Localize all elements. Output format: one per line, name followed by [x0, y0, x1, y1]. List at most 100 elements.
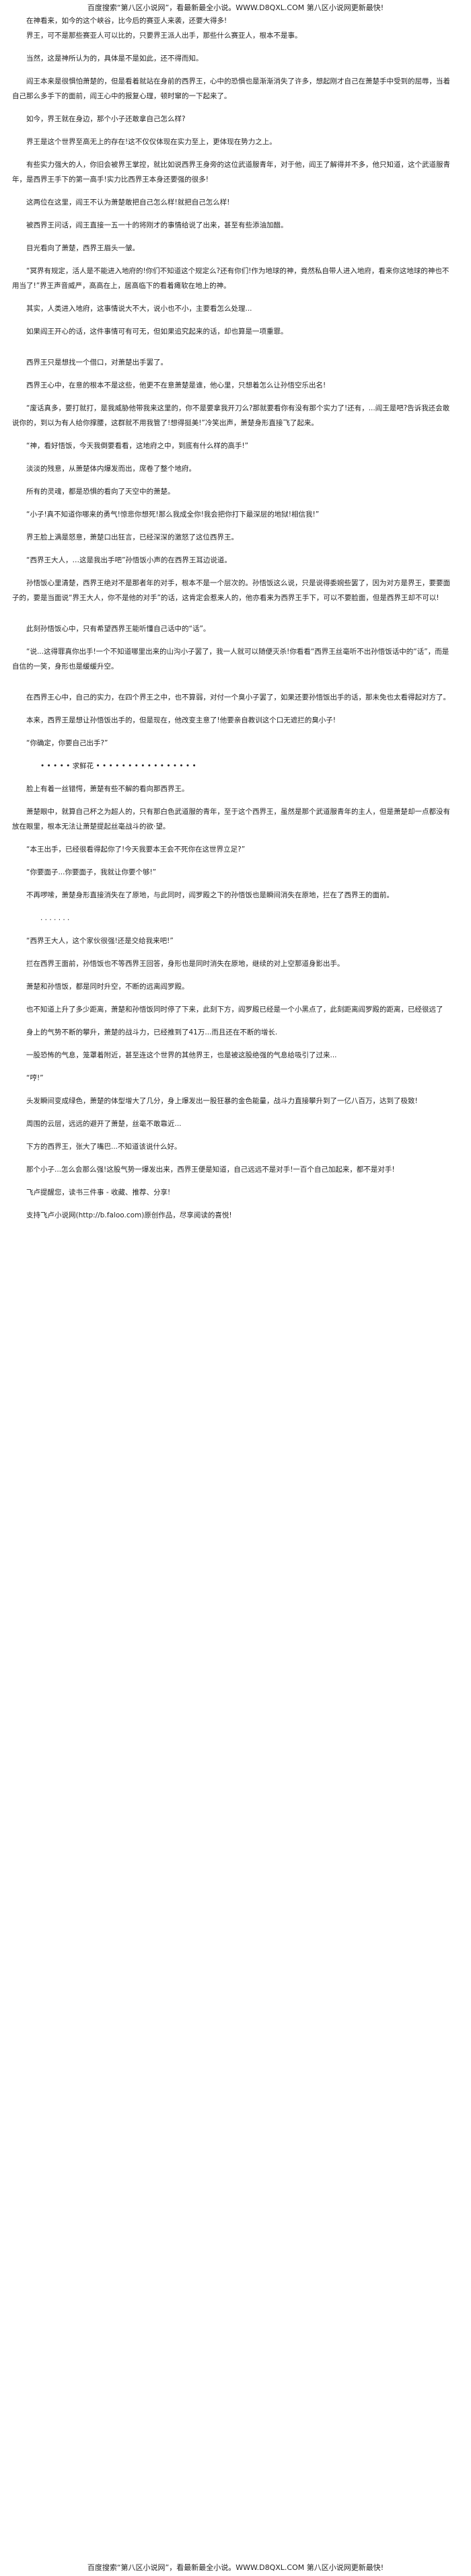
paragraph-gap: [12, 613, 455, 621]
paragraph: 身上的气势不断的攀升，萧楚的战斗力，已经推到了41万...而且还在不断的增长.: [26, 1028, 278, 1036]
paragraph-gap: [12, 187, 455, 195]
paragraph-gap: [12, 1108, 455, 1116]
paragraph: 此刻孙悟饭心中，只有希望西界王能听懂自己话中的“话”。: [26, 625, 211, 633]
paragraph-gap: [12, 705, 455, 713]
paragraph-gap: [12, 728, 455, 736]
paragraph: 本来，西界王是想让孙悟饭出手的，但是现在，他改变主意了!他要亲自教训这个口无遮拦…: [26, 716, 336, 724]
paragraph: 当然，这是神所认为的，具体是不是如此，还不得而知。: [26, 54, 203, 63]
paragraph: “哼!”: [26, 1074, 44, 1082]
paragraph: “说...这得罪真你出手!一个不知道哪里出来的山沟小子罢了，我一人就可以随便灭杀…: [12, 648, 449, 671]
paragraph: “你确定，你要自己出手?”: [26, 739, 108, 747]
paragraph: 脸上有着一丝错愕，萧楚有些不解的看向那西界王。: [26, 785, 189, 793]
paragraph: 所有的灵魂，都是恐惧的看向了天空中的萧楚。: [26, 488, 175, 496]
paragraph: 孙悟饭心里清楚，西界王绝对不是那者年的对手，根本不是一个层次的。孙悟饭这么说，只…: [12, 579, 450, 602]
paragraph: 有些实力强大的人，你旧会被界王掌控，就比如说西界王身旁的这位武道服青年，对于他，…: [12, 161, 450, 184]
paragraph-gap: [12, 903, 455, 911]
paragraph: 这两位在这里，阎王不认为萧楚敢把自己怎么样!就把自己怎么样!: [26, 198, 230, 206]
paragraph-gap: [12, 971, 455, 979]
paragraph-gap: [12, 430, 455, 439]
paragraph: 在西界王心中，自己的实力，在四个界王之中，也不算弱，对付一个臭小子罢了，如果还要…: [26, 693, 450, 702]
paragraph-gap: [12, 522, 455, 530]
paragraph: 头发瞬间变成绿色，萧楚的体型增大了几分，身上爆发出一股狂暴的金色能量，战斗力直接…: [26, 1097, 418, 1105]
paragraph-gap: [12, 1040, 455, 1048]
paragraph-gap: [12, 149, 455, 157]
paragraph-gap: [12, 857, 455, 865]
paragraph-gap: [12, 682, 455, 690]
paragraph: 西界王心中，在意的根本不是这些，他更不在意萧楚是谁，他心里，只想着怎么让孙悟空乐…: [26, 381, 326, 389]
paragraph: 如果阎王开心的话，这件事情可有可无，但如果追究起来的话，却也算是一项重罪。: [26, 328, 288, 336]
paragraph-gap: [12, 948, 455, 956]
paragraph: 萧楚眼中，就算自己杯之为超人的，只有那白色武道服的青年，至于这个西界王，虽然是那…: [12, 808, 450, 831]
paragraph-gap: [12, 994, 455, 1002]
paragraph-gap: [12, 636, 455, 644]
paragraph-gap: [12, 1131, 455, 1139]
paragraph: 萧楚和孙悟饭，都是同时升空，不断的远离阎罗殿。: [26, 983, 189, 991]
paragraph-gap: [12, 1200, 455, 1208]
paragraph: 也不知道上升了多少距离，萧楚和孙悟饭同时停了下来，此刻下方，阎罗殿已经是一个小黑…: [26, 1006, 443, 1014]
paragraph: 一股恐怖的气息，笼罩着附近，甚至连这个世界的其他界王，也是被这股绝强的气息给吸引…: [26, 1051, 337, 1059]
paragraph-gap: [12, 1017, 455, 1025]
paragraph-gap: [12, 43, 455, 51]
paragraph-gap: [12, 104, 455, 112]
paragraph: “神，看好悟饭，今天我倒要看看，这地府之中，到底有什么样的高手!”: [26, 442, 249, 450]
paragraph-gap: [12, 126, 455, 135]
paragraph-gap: [12, 796, 455, 804]
paragraph: “西界王大人，…这是我出手吧”孙悟饭小声的在西界王耳边说道。: [26, 556, 231, 564]
paragraph: 支持飞卢小说网(http://b.faloo.com)原创作品，尽享阅读的喜悦!: [26, 1211, 232, 1219]
paragraph-gap: [12, 316, 455, 324]
bottom-banner: 百度搜索“第八区小说网”，看最新最全小说。WWW.D8QXL.COM 第八区小说…: [87, 2563, 384, 2572]
paragraph-gap: [12, 339, 455, 347]
paragraph: “冥界有规定，活人是不能进入地府的!你们不知道这个规定么?还有你们!作为地球的神…: [12, 267, 449, 290]
paragraph: 如今，界王就在身边，那个小子还敢拿自己怎么样?: [26, 115, 186, 123]
paragraph-gap: [12, 751, 455, 759]
paragraph: 被西界王问话，阎王直接一五一十的将刚才的事情给说了出来，甚至有些添油加醋。: [26, 221, 288, 229]
separator-dots-short: . . . . . . .: [40, 914, 70, 922]
paragraph: “废话真多，要打就打，是我威胁他带我来这里的，你不是要拿我开刀么?那就要看你有没…: [12, 404, 450, 427]
paragraph: “西界王大人，这个家伙很强!还是交给我来吧!”: [26, 937, 174, 945]
paragraph-gap: [12, 568, 455, 576]
paragraph-gap: [12, 499, 455, 507]
paragraph-gap: [12, 545, 455, 553]
paragraph: 不再啰嗦，萧楚身形直接消失在了原地，与此同时，阎罗殿之下的孙悟饭也是瞬间消失在原…: [26, 891, 394, 899]
paragraph: 阎王本来是很惧怕萧楚的，但是看着就站在身前的西界王，心中的恐惧也是渐渐消失了许多…: [12, 77, 450, 100]
paragraph: 下方的西界王，张大了嘴巴...不知道该说什么好。: [26, 1143, 182, 1151]
paragraph-gap: [12, 476, 455, 484]
paragraph: 界王脸上满是怒意，萧楚口出狂言，已经深深的激怒了这位西界王。: [26, 533, 238, 541]
paragraph: 其实，人类进入地府，这事情说大不大，说小也不小，主要看怎么处理...: [26, 305, 252, 313]
paragraph: 周围的云层，远远的避开了萧楚，丝毫不敢靠近...: [26, 1120, 182, 1128]
paragraph-gap: [12, 1063, 455, 1071]
paragraph: 西界王只是想找一个借口，对萧楚出手罢了。: [26, 358, 168, 367]
paragraph-gap: [12, 453, 455, 461]
paragraph-gap: [12, 773, 455, 782]
separator-dots: • • • • • 求鲜花 • • • • • • • • • • • • • …: [40, 762, 196, 770]
paragraph-gap: [12, 233, 455, 241]
top-banner: 百度搜索“第八区小说网”，看最新最全小说。WWW.D8QXL.COM 第八区小说…: [87, 3, 384, 12]
chapter-content: 在神看来，如今的这个峡谷，比今后的赛亚人来袭，还要大得多! 界王，可不是那些赛亚人…: [0, 13, 471, 1223]
paragraph-gap: [12, 210, 455, 218]
paragraph-gap: [12, 66, 455, 74]
paragraph: 飞卢提醒您，读书三件事 - 收藏、推荐、分享!: [26, 1188, 171, 1197]
paragraph: 那个小子...怎么会那么强!这股气势一爆发出来，西界王便是知道，自己远远不是对手…: [26, 1166, 395, 1174]
paragraph-gap: [12, 834, 455, 842]
paragraph-gap: [12, 370, 455, 378]
paragraph-gap: [12, 880, 455, 888]
paragraph-gap: [12, 1177, 455, 1185]
paragraph-gap: [12, 925, 455, 934]
paragraph: 界王，可不是那些赛亚人可以比的，只要界王派人出手，那些什么赛亚人，根本不是事。: [26, 32, 302, 40]
paragraph: 目光看向了萧楚，西界王眉头一皱。: [26, 244, 139, 252]
paragraph-gap: [12, 393, 455, 401]
paragraph-gap: [12, 605, 455, 613]
paragraph: 淡淡的残意，从萧楚体内爆发而出，席卷了整个地府。: [26, 465, 196, 473]
paragraph-gap: [12, 256, 455, 264]
paragraph: “本王出手，已经很看得起你了!今天我要本王会不死你在这世界立足?”: [26, 845, 246, 854]
paragraph-gap: [12, 293, 455, 301]
paragraph: 界王是这个世界至高无上的存在!这不仅仅体现在实力至上，更体现在势力之上。: [26, 138, 277, 146]
paragraph-gap: [12, 1086, 455, 1094]
paragraph: “你要面子...你要面子，我就让你要个够!”: [26, 868, 157, 876]
paragraph: 在神看来，如今的这个峡谷，比今后的赛亚人来袭，还要大得多!: [26, 17, 227, 25]
paragraph-gap: [12, 674, 455, 682]
paragraph-gap: [12, 1154, 455, 1162]
paragraph: 拦在西界王面前，孙悟饭也不等西界王回答，身形也是同时消失在原地，继续的对上空那道…: [26, 960, 345, 968]
paragraph-gap: [12, 347, 455, 355]
